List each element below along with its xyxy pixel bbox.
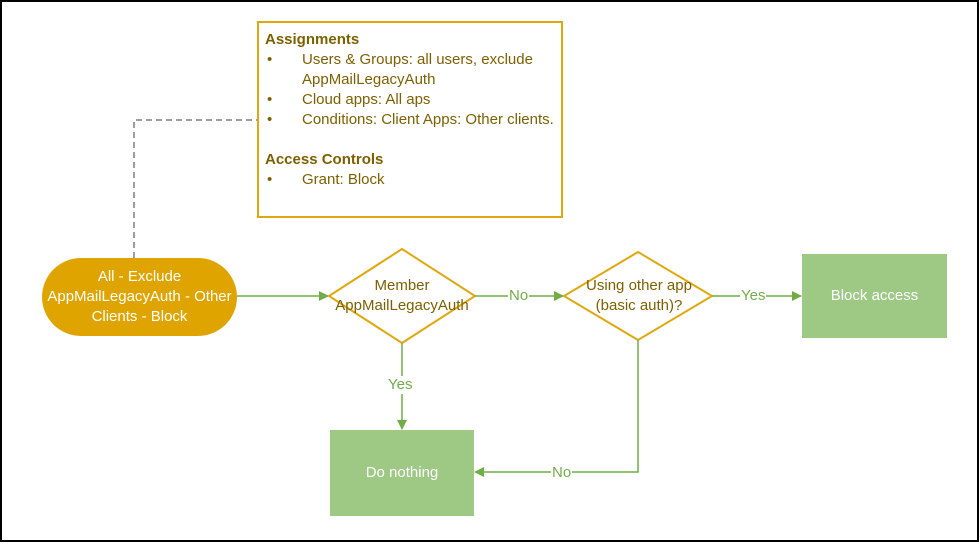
edge-label-other-app-yes: Yes: [740, 287, 767, 305]
block-access-label: Block access: [830, 287, 919, 304]
assignment-item: Cloud apps: All aps: [265, 90, 555, 110]
start-terminal-shape: [42, 258, 237, 336]
assignments-note: Assignments Users & Groups: all users, e…: [257, 21, 563, 218]
assignments-list: Users & Groups: all users, exclude AppMa…: [265, 50, 555, 130]
decision-other-app-label: Using other app (basic auth)?: [586, 277, 692, 314]
do-nothing-box: [330, 430, 474, 516]
decision-member-label: Member AppMailLegacyAuth: [335, 277, 469, 314]
edge-label-member-yes: Yes: [387, 376, 414, 394]
block-access-box: [802, 254, 947, 338]
note-connector: [133, 119, 257, 258]
assignment-item: Conditions: Client Apps: Other clients.: [265, 110, 555, 130]
edge-label-member-no: No: [508, 287, 530, 305]
edge-label-other-app-no: No: [551, 464, 573, 482]
assignment-item: Users & Groups: all users, exclude AppMa…: [265, 50, 555, 90]
arrow-other-app-no: [474, 340, 639, 477]
assignments-heading: Assignments: [265, 31, 360, 48]
note-spacer: [265, 130, 555, 150]
access-controls-list: Grant: Block: [265, 170, 555, 190]
access-control-item: Grant: Block: [265, 170, 555, 190]
start-terminal-label: All - Exclude AppMailLegacyAuth - Other …: [47, 268, 232, 325]
access-controls-heading: Access Controls: [265, 151, 384, 168]
do-nothing-label: Do nothing: [365, 464, 439, 481]
